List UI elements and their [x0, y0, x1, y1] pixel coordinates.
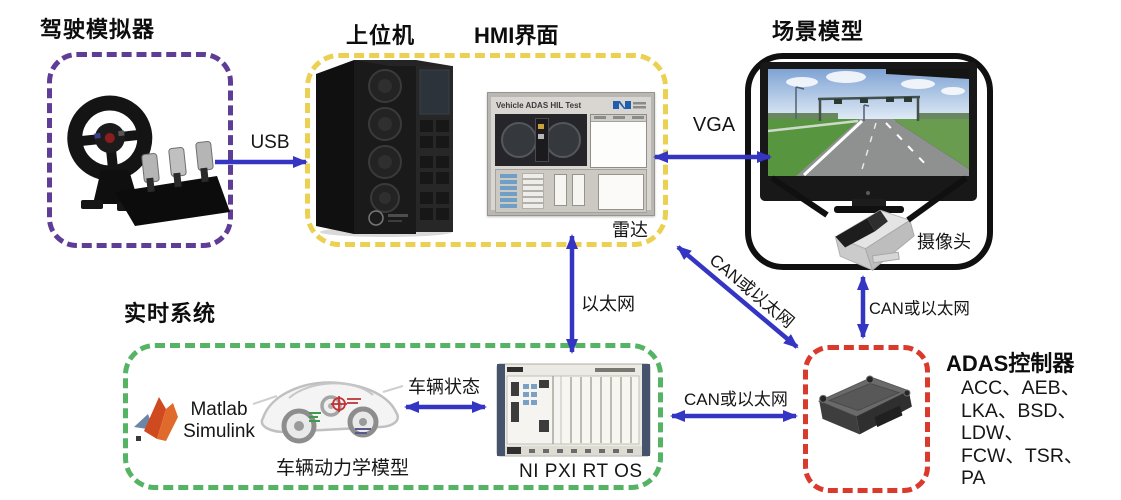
can-pxi-label: CAN或以太网: [684, 390, 788, 409]
hmi-screen-title: Vehicle ADAS HIL Test: [496, 101, 582, 110]
adas-functions-list: ACC、AEB、 LKA、BSD、 LDW、 FCW、TSR、 PA: [961, 377, 1083, 490]
hmi-panel: Vehicle ADAS HIL Test: [491, 97, 651, 213]
pxi-label: NI PXI RT OS: [519, 461, 643, 482]
hmi-screenshot: Vehicle ADAS HIL Test: [487, 92, 655, 216]
adas-functions-line: FCW、TSR、: [961, 444, 1084, 467]
scenario-model-title: 场景模型: [772, 19, 865, 44]
camera-image: [834, 209, 915, 271]
driving-simulator-box: [47, 52, 233, 248]
pxi-chassis-image: [496, 363, 651, 457]
vehicle-dynamics-image: [252, 381, 404, 444]
road-scene-image: [768, 69, 969, 176]
hmi-cluster-display: [495, 114, 587, 166]
ni-logo-icon: [613, 101, 646, 109]
driving-simulator-title: 驾驶模拟器: [40, 17, 156, 42]
hmi-list-panel: [590, 114, 647, 168]
monitor-stand: [852, 199, 886, 207]
adas-functions-line: ACC、AEB、: [961, 377, 1081, 399]
vga-label: VGA: [692, 114, 736, 136]
hmi-title: HMI界面: [474, 23, 559, 48]
host-pc-image: [316, 60, 453, 237]
adas-functions-line: LKA、BSD、: [961, 399, 1077, 422]
vehicle-state-label: 车辆状态: [408, 377, 480, 397]
matlab-simulink-label: Matlab Simulink: [183, 399, 255, 442]
adas-functions-line: LDW、: [961, 422, 1024, 444]
realtime-system-box: [123, 343, 663, 490]
radar-label: 雷达: [612, 220, 648, 240]
can-camera-label: CAN或以太网: [869, 300, 970, 318]
scenario-monitor: [760, 62, 977, 201]
host-pc-box: [305, 53, 668, 247]
realtime-system-title: 实时系统: [124, 301, 217, 326]
adas-ecu-image: [818, 375, 912, 435]
host-pc-title: 上位机: [346, 23, 416, 48]
matlab-logo-icon: [134, 397, 178, 441]
adas-controller-box: [803, 345, 930, 493]
steering-wheel-image: [67, 95, 230, 226]
monitor-power-led: [866, 191, 870, 195]
hmi-controls-panel: [495, 169, 647, 213]
vehicle-dynamics-label: 车辆动力学模型: [276, 458, 410, 479]
usb-label: USB: [250, 132, 290, 153]
monitor-stand-base: [834, 206, 904, 213]
ethernet-label: 以太网: [581, 294, 635, 314]
camera-label: 摄像头: [917, 232, 971, 252]
adas-controller-title: ADAS控制器: [946, 351, 1075, 376]
adas-functions-line: PA: [961, 467, 986, 489]
